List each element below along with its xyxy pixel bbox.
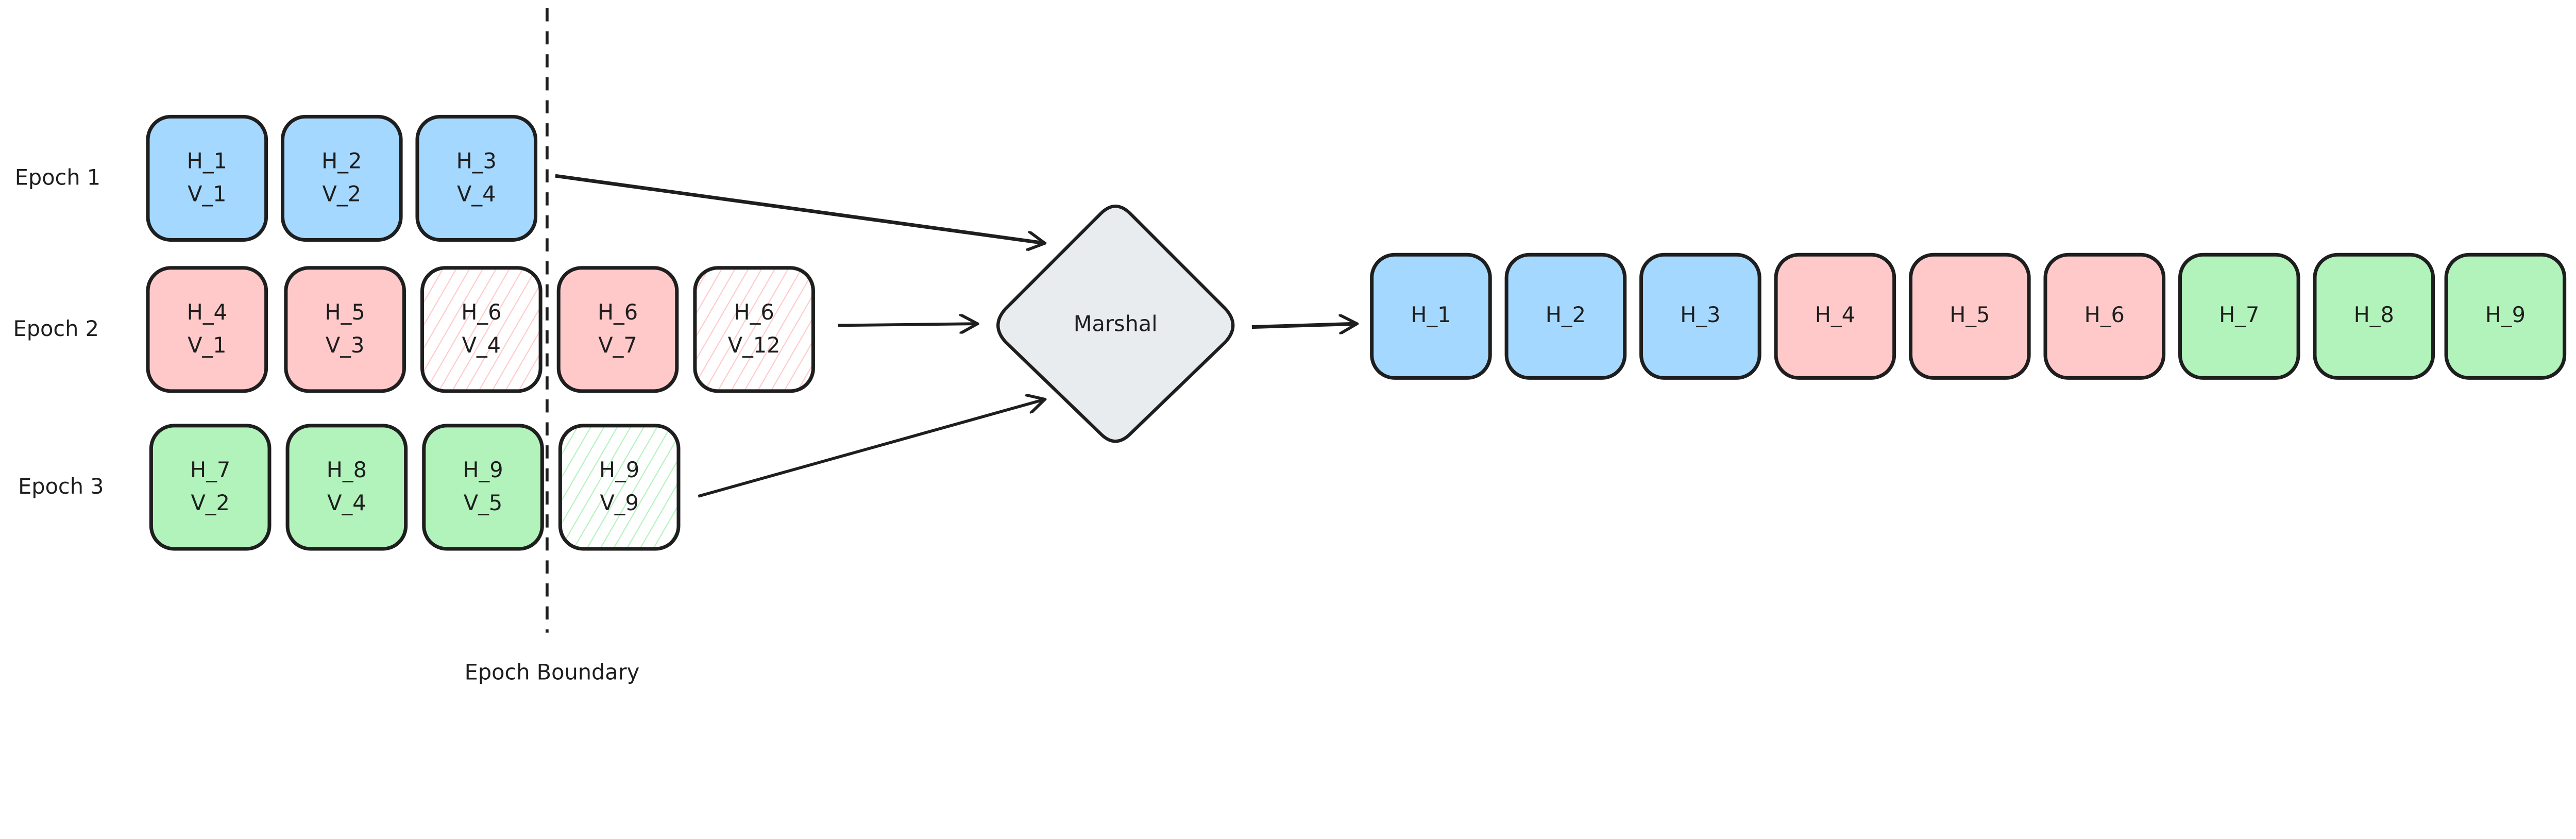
block-v-label: V_7 — [598, 333, 637, 358]
block-v-label: V_12 — [728, 333, 781, 358]
block-shape — [149, 424, 272, 551]
marshal-diamond — [996, 205, 1235, 443]
block-h-label: H_4 — [187, 300, 227, 325]
arrow-epoch3-to-marshal — [698, 399, 1045, 498]
block-v-label: V_2 — [323, 181, 361, 206]
block-shape — [558, 424, 681, 551]
marshal-label: Marshal — [1074, 311, 1158, 336]
epoch-label: Epoch 2 — [13, 316, 99, 341]
epoch-row: Epoch 2H_4V_1H_5V_3H_6V_4H_6V_7H_6V_12 — [13, 266, 815, 393]
block-shape — [556, 266, 679, 393]
block: H_5V_3 — [284, 266, 406, 393]
block-hatched: H_9V_9 — [558, 424, 681, 551]
block-v-label: V_1 — [188, 181, 226, 206]
block-shape — [146, 266, 268, 393]
output-block-shape — [2444, 253, 2567, 380]
block-v-label: V_4 — [457, 181, 496, 206]
block-h-label: H_6 — [598, 300, 638, 325]
epoch-label: Epoch 3 — [18, 474, 104, 499]
block-h-label: H_9 — [463, 458, 503, 482]
arrow-epoch1-to-marshal — [555, 174, 1045, 243]
epoch-label: Epoch 1 — [15, 165, 100, 190]
block-h-label: H_9 — [599, 458, 639, 482]
output-block-label: H_6 — [2084, 303, 2125, 327]
output-block: H_8 — [2313, 253, 2435, 380]
block-v-label: V_4 — [327, 491, 366, 515]
block-v-label: V_4 — [462, 333, 501, 358]
output-block-shape — [2043, 253, 2166, 380]
output-block-shape — [1504, 253, 1627, 380]
block-shape — [285, 424, 408, 551]
block-h-label: H_3 — [456, 149, 497, 174]
output-block: H_2 — [1504, 253, 1627, 380]
block-h-label: H_8 — [327, 458, 367, 482]
output-block-label: H_3 — [1680, 303, 1720, 327]
block-shape — [415, 114, 538, 242]
output-block-shape — [2178, 253, 2300, 380]
block: H_6V_7 — [556, 266, 679, 393]
block-shape — [146, 114, 268, 242]
output-block-label: H_2 — [1546, 303, 1586, 327]
output-block-label: H_7 — [2219, 303, 2259, 327]
block-h-label: H_2 — [321, 149, 362, 174]
arrow-epoch2-to-marshal — [838, 324, 977, 325]
block-shape — [284, 266, 406, 393]
block: H_8V_4 — [285, 424, 408, 551]
output-block: H_3 — [1639, 253, 1761, 380]
output-block-shape — [1774, 253, 1896, 380]
block-shape — [280, 114, 403, 242]
output-block-label: H_4 — [1815, 303, 1855, 327]
output-block-label: H_9 — [2485, 303, 2526, 327]
arrow-marshal-to-output — [1251, 324, 1357, 327]
epoch-boundary-label: Epoch Boundary — [465, 660, 640, 684]
block-v-label: V_2 — [191, 491, 229, 515]
output-block: H_6 — [2043, 253, 2166, 380]
output-block: H_9 — [2444, 253, 2567, 380]
block-v-label: V_5 — [464, 491, 502, 515]
block: H_9V_5 — [422, 424, 544, 551]
block: H_4V_1 — [146, 266, 268, 393]
block: H_7V_2 — [149, 424, 272, 551]
block: H_2V_2 — [280, 114, 403, 242]
output-block: H_4 — [1774, 253, 1896, 380]
output-block-label: H_8 — [2354, 303, 2394, 327]
output-block-label: H_1 — [1411, 303, 1451, 327]
output-block-shape — [1639, 253, 1761, 380]
output-block: H_5 — [1909, 253, 2031, 380]
block-hatched: H_6V_12 — [693, 266, 815, 393]
block-v-label: V_9 — [600, 491, 638, 515]
block-h-label: H_5 — [325, 300, 365, 325]
output-block: H_7 — [2178, 253, 2300, 380]
block-v-label: V_1 — [188, 333, 226, 358]
block-shape — [422, 424, 544, 551]
output-block: H_1 — [1370, 253, 1492, 380]
block-v-label: V_3 — [326, 333, 364, 358]
output-block-shape — [1370, 253, 1492, 380]
block-hatched: H_6V_4 — [420, 266, 543, 393]
output-block-shape — [2313, 253, 2435, 380]
block-h-label: H_6 — [461, 300, 501, 325]
block-h-label: H_6 — [734, 300, 774, 325]
output-block-label: H_5 — [1950, 303, 1990, 327]
output-block-shape — [1909, 253, 2031, 380]
epoch-row: Epoch 3H_7V_2H_8V_4H_9V_5H_9V_9 — [18, 424, 681, 551]
block-h-label: H_1 — [187, 149, 227, 174]
block-h-label: H_7 — [190, 458, 230, 482]
block: H_1V_1 — [146, 114, 268, 242]
epoch-marshal-diagram: Epoch Boundary Epoch 1H_1V_1H_2V_2H_3V_4… — [13, 8, 2567, 684]
output-sequence: H_1 H_2 H_3 H_4 H_5 H_6 H_7 H_8 H_9 — [1370, 253, 2567, 380]
block: H_3V_4 — [415, 114, 538, 242]
block-shape — [693, 266, 815, 393]
block-shape — [420, 266, 543, 393]
epoch-row: Epoch 1H_1V_1H_2V_2H_3V_4 — [15, 114, 538, 242]
